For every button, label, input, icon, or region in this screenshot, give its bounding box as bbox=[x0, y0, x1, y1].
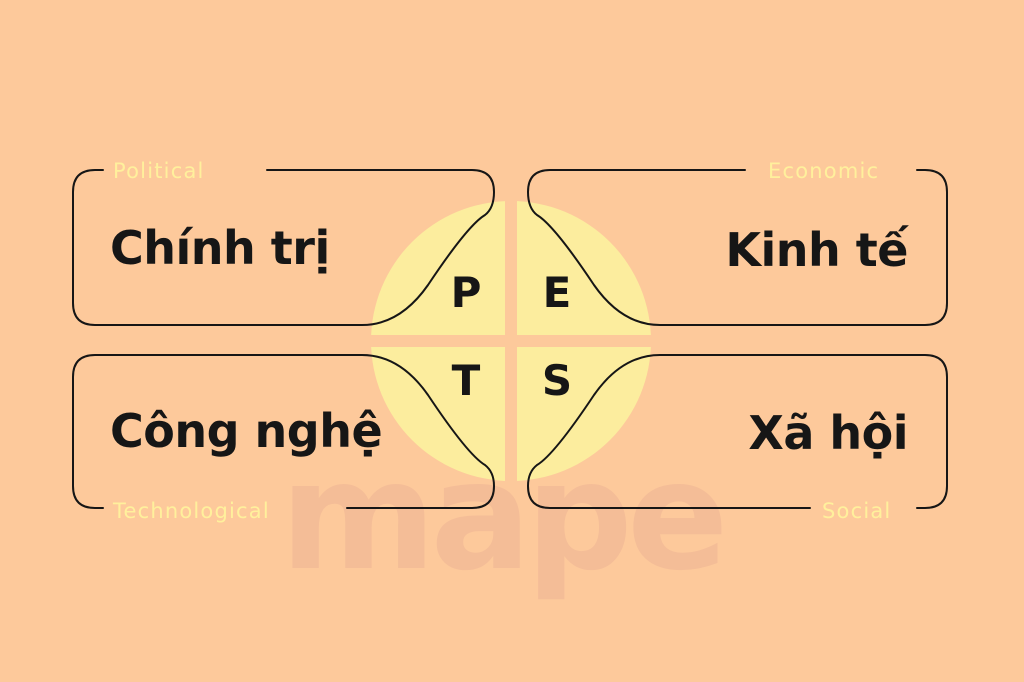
letter-s: S bbox=[541, 356, 573, 405]
technological-title: Công nghệ bbox=[110, 404, 383, 458]
social-box-outline bbox=[526, 354, 948, 509]
technological-box-outline bbox=[72, 354, 496, 509]
technological-subtitle: Technological bbox=[113, 499, 270, 523]
horizontal-divider bbox=[370, 335, 652, 347]
economic-title: Kinh tế bbox=[725, 223, 908, 277]
letter-e: E bbox=[542, 268, 572, 317]
political-box-outline bbox=[72, 169, 496, 326]
letter-p: P bbox=[450, 268, 482, 317]
social-subtitle: Social bbox=[822, 499, 892, 523]
political-title: Chính trị bbox=[110, 221, 330, 275]
economic-box-outline bbox=[526, 169, 948, 326]
economic-subtitle: Economic bbox=[768, 159, 880, 183]
political-subtitle: Political bbox=[113, 159, 205, 183]
social-title: Xã hội bbox=[748, 406, 908, 460]
letter-t: T bbox=[451, 356, 481, 405]
